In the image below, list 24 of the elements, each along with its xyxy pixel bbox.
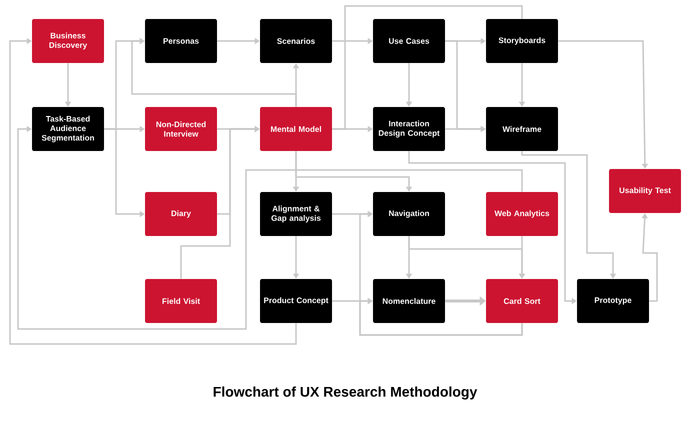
process-box: Non-Directed Interview — [145, 107, 217, 151]
chart-title: Flowchart of UX Research Methodology — [214, 386, 478, 400]
process-box: Personas — [145, 19, 217, 63]
arrow — [9, 38, 297, 345]
process-box: Business Discovery — [32, 19, 104, 63]
process-box: Diary — [145, 192, 217, 236]
process-box: Web Analytics — [486, 192, 558, 236]
process-box: Prototype — [577, 279, 649, 323]
process-box: Storyboards — [486, 19, 558, 63]
process-box: Usability Test — [609, 169, 681, 213]
process-box: Nomenclature — [373, 279, 445, 323]
process-box: Task-Based Audience Segmentation — [32, 107, 104, 151]
process-box: Scenarios — [260, 19, 332, 63]
process-box: Wireframe — [486, 107, 558, 151]
process-box: Product Concept — [260, 279, 332, 323]
process-box: Field Visit — [145, 279, 217, 323]
process-box: Navigation — [373, 192, 445, 236]
process-box: Alignment & Gap analysis — [260, 192, 332, 236]
process-box: Use Cases — [373, 19, 445, 63]
process-box: Interaction Design Concept — [373, 107, 445, 151]
arrow — [359, 298, 523, 336]
process-box: Card Sort — [486, 279, 558, 323]
process-box: Mental Model — [260, 107, 332, 151]
arrow — [17, 126, 523, 330]
